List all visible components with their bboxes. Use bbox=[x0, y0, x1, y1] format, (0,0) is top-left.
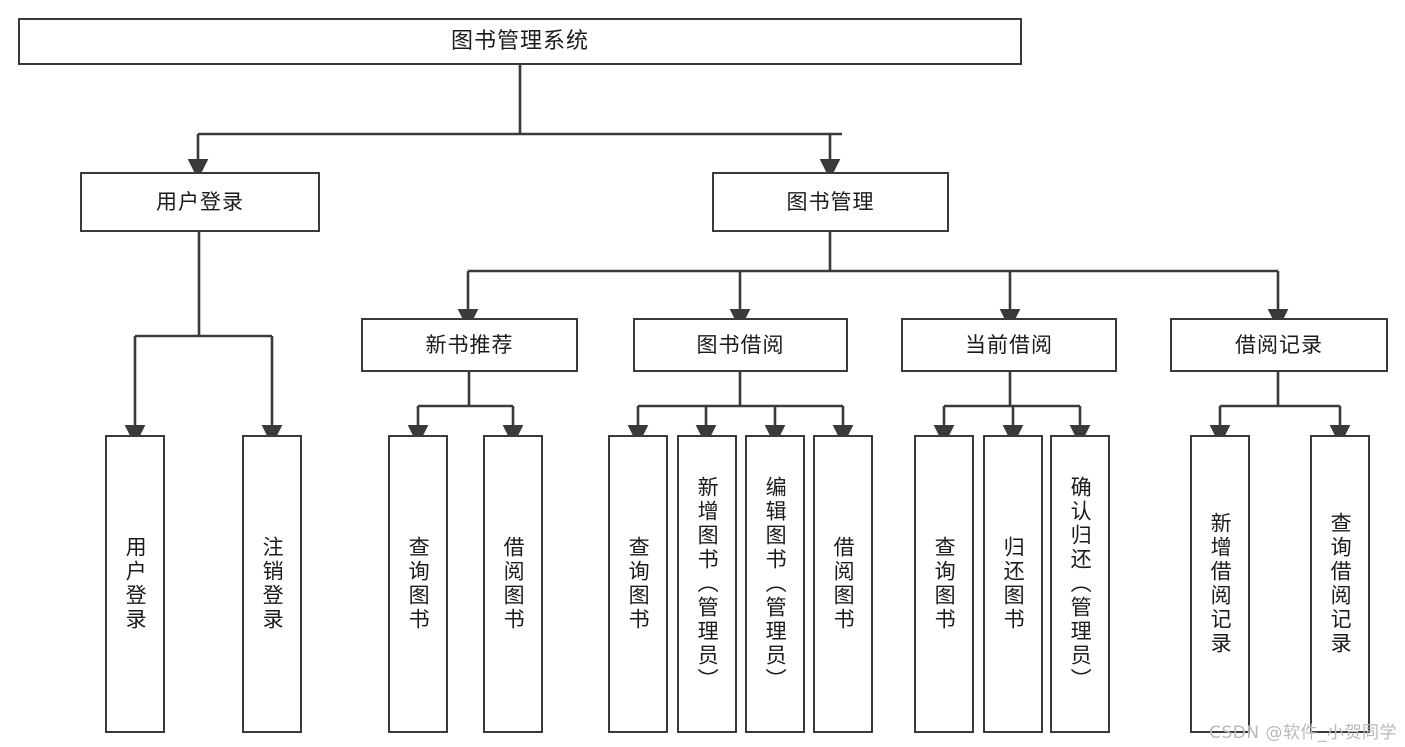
leaf-user-login-login[interactable]: 用户登录 bbox=[105, 435, 165, 733]
edges-root bbox=[187, 65, 842, 180]
node-borrow-record[interactable]: 借阅记录 bbox=[1170, 318, 1388, 372]
leaf-current-borrow-return[interactable]: 归还图书 bbox=[983, 435, 1043, 733]
leaf-label: 新增借阅记录 bbox=[1208, 512, 1233, 656]
leaf-current-borrow-confirm-return[interactable]: 确认归还（管理员） bbox=[1050, 435, 1110, 733]
leaf-borrow-record-query[interactable]: 查询借阅记录 bbox=[1310, 435, 1370, 733]
leaf-user-login-logout[interactable]: 注销登录 bbox=[242, 435, 302, 733]
edges-current-borrow bbox=[933, 372, 1091, 446]
watermark-text: CSDN @软件_小贺同学 bbox=[1209, 723, 1397, 743]
edges-user-login bbox=[124, 232, 283, 446]
node-user-login[interactable]: 用户登录 bbox=[80, 172, 320, 232]
edges-new-book bbox=[407, 372, 524, 446]
edges-book-manage bbox=[457, 232, 1289, 330]
node-current-borrow[interactable]: 当前借阅 bbox=[901, 318, 1117, 372]
leaf-label: 编辑图书（管理员） bbox=[763, 476, 788, 692]
node-book-management[interactable]: 图书管理 bbox=[712, 172, 949, 232]
edges-borrow-record bbox=[1209, 372, 1351, 446]
leaf-label: 新增图书（管理员） bbox=[695, 476, 720, 692]
leaf-label: 查询图书 bbox=[626, 536, 651, 632]
leaf-label: 借阅图书 bbox=[831, 536, 856, 632]
edges-book-borrow bbox=[627, 372, 854, 446]
leaf-book-borrow-edit[interactable]: 编辑图书（管理员） bbox=[745, 435, 805, 733]
node-book-borrow[interactable]: 图书借阅 bbox=[633, 318, 848, 372]
leaf-book-borrow-add[interactable]: 新增图书（管理员） bbox=[677, 435, 737, 733]
leaf-borrow-record-add[interactable]: 新增借阅记录 bbox=[1190, 435, 1250, 733]
leaf-book-borrow-borrow[interactable]: 借阅图书 bbox=[813, 435, 873, 733]
leaf-label: 借阅图书 bbox=[501, 536, 526, 632]
node-root-book-management-system[interactable]: 图书管理系统 bbox=[18, 18, 1022, 65]
leaf-label: 确认归还（管理员） bbox=[1068, 476, 1093, 692]
leaf-label: 注销登录 bbox=[260, 536, 285, 632]
leaf-label: 查询图书 bbox=[406, 536, 431, 632]
leaf-book-borrow-query[interactable]: 查询图书 bbox=[608, 435, 668, 733]
leaf-label: 查询图书 bbox=[932, 536, 957, 632]
leaf-label: 用户登录 bbox=[123, 536, 148, 632]
leaf-label: 归还图书 bbox=[1001, 536, 1026, 632]
leaf-new-book-query[interactable]: 查询图书 bbox=[388, 435, 448, 733]
leaf-label: 查询借阅记录 bbox=[1328, 512, 1353, 656]
leaf-current-borrow-query[interactable]: 查询图书 bbox=[914, 435, 974, 733]
node-new-book-recommend[interactable]: 新书推荐 bbox=[361, 318, 578, 372]
leaf-new-book-borrow[interactable]: 借阅图书 bbox=[483, 435, 543, 733]
